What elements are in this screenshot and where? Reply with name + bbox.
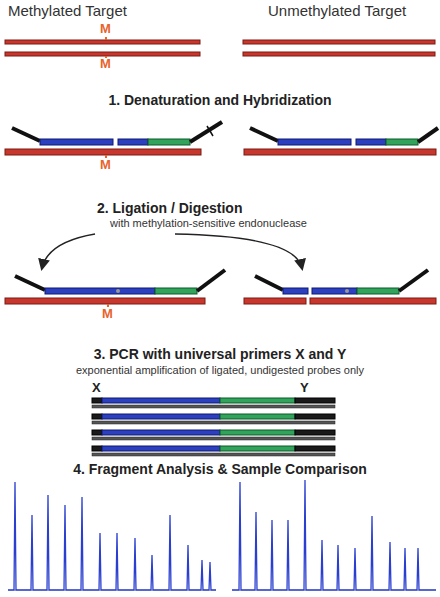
column-heading: Methylated Target [8, 2, 208, 19]
methyl-mark: M [100, 22, 120, 37]
pcr-products [92, 398, 335, 456]
unmethylated-dna [243, 40, 435, 56]
step-note: exponential amplification of ligated, un… [0, 364, 440, 377]
step-heading: 4. Fragment Analysis & Sample Comparison [0, 461, 440, 477]
electropherogram-left [8, 482, 216, 590]
step-heading: 3. PCR with universal primers X and Y [0, 346, 440, 362]
methyl-mark: M [102, 307, 122, 322]
methylated-dna [5, 37, 200, 58]
step-note: with methylation-sensitive endonuclease [110, 217, 410, 230]
ligation-left [5, 270, 225, 307]
hybridization-right [244, 128, 438, 155]
curved-arrow [42, 234, 95, 268]
electropherogram-right [232, 480, 436, 590]
digestion-right [244, 270, 436, 304]
primer-name: X [92, 381, 112, 396]
column-heading: Unmethylated Target [268, 2, 438, 19]
methyl-mark: M [100, 57, 120, 72]
hybridization-left [5, 122, 222, 158]
curved-arrow [175, 234, 302, 268]
step-heading: 1. Denaturation and Hybridization [0, 92, 440, 108]
primer-name: Y [300, 381, 320, 396]
methyl-mark: M [100, 158, 120, 173]
step-heading: 2. Ligation / Digestion [97, 200, 397, 216]
